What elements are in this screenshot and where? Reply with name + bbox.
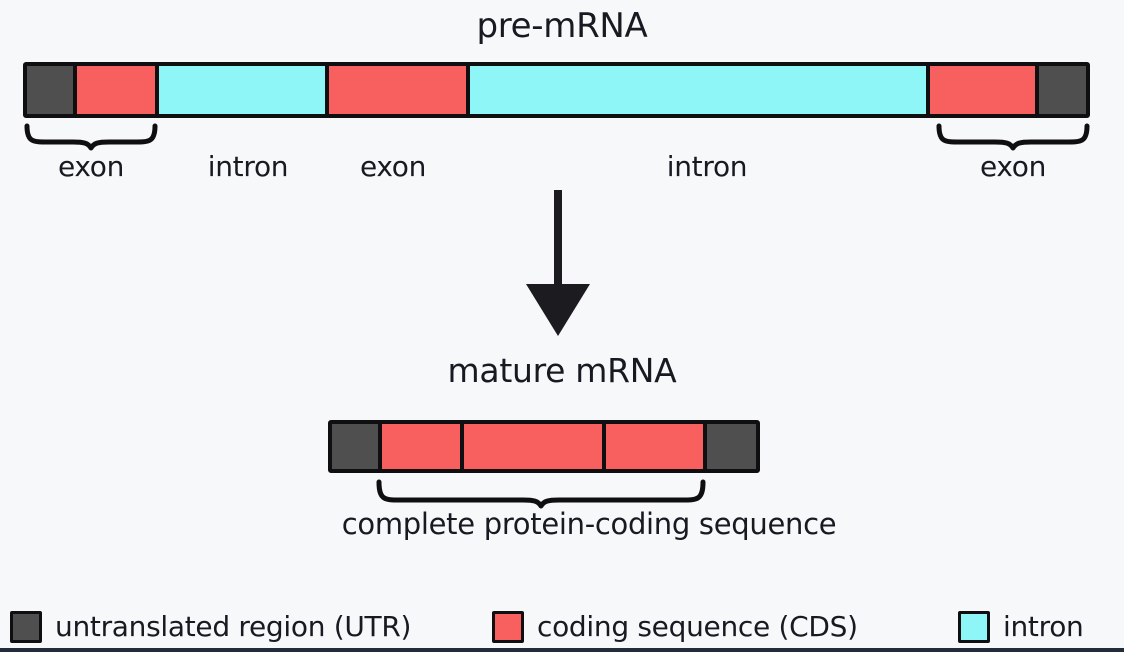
coding-sequence-underbrace — [376, 479, 706, 509]
legend-item-utr: untranslated region (UTR) — [10, 608, 411, 645]
region-label-exon-2: exon — [359, 150, 427, 183]
left-exon-underbrace — [24, 123, 158, 151]
splicing-arrow-shaft — [554, 190, 562, 287]
region-label-exon-0: exon — [57, 150, 125, 183]
legend-item-cds: coding sequence (CDS) — [492, 608, 858, 645]
mature-mrna-title: mature mRNA — [447, 351, 677, 390]
segment-utr — [702, 424, 757, 469]
region-label-intron-1: intron — [207, 150, 289, 183]
legend-item-intron: intron — [958, 608, 1084, 645]
legend-swatch-utr — [10, 610, 42, 643]
segment-utr — [1035, 66, 1086, 114]
legend-swatch-cds — [492, 610, 524, 643]
legend-swatch-intron — [958, 610, 990, 643]
splicing-arrow-head — [526, 284, 590, 336]
right-exon-underbrace — [936, 123, 1090, 151]
coding-sequence-caption: complete protein-coding sequence — [341, 507, 837, 541]
segment-intron — [155, 66, 325, 114]
legend-label-utr: untranslated region (UTR) — [55, 610, 412, 643]
segment-utr — [332, 424, 379, 469]
region-label-exon-4: exon — [979, 150, 1047, 183]
segment-cds — [324, 66, 467, 114]
legend-label-intron: intron — [1003, 610, 1084, 643]
segment-cds — [378, 424, 461, 469]
pre-mrna-title: pre-mRNA — [476, 6, 648, 46]
segment-cds — [460, 424, 603, 469]
mature-mrna-bar — [328, 420, 760, 473]
bottom-edge-strip — [0, 648, 1124, 652]
segment-intron — [466, 66, 926, 114]
legend-label-cds: coding sequence (CDS) — [537, 610, 858, 643]
segment-utr — [27, 66, 73, 114]
pre-mrna-bar — [23, 62, 1090, 118]
segment-cds — [602, 424, 703, 469]
segment-cds — [925, 66, 1036, 114]
region-label-intron-3: intron — [666, 150, 748, 183]
segment-cds — [72, 66, 156, 114]
